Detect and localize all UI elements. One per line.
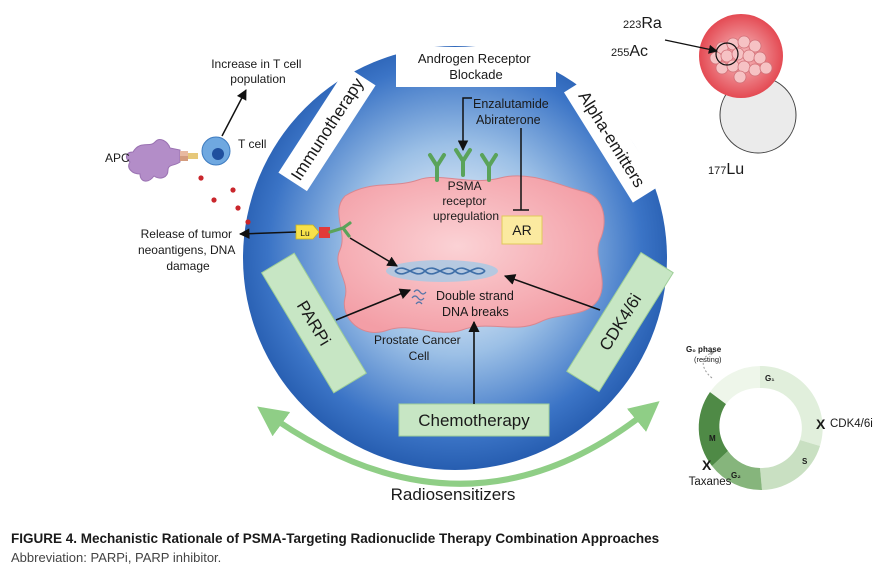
pre-g1-segment <box>710 366 760 404</box>
release-line-3: damage <box>166 259 210 273</box>
tumor-cells-cluster <box>709 35 773 84</box>
ac-mass: 255 <box>611 47 629 59</box>
m-label: M <box>709 434 716 443</box>
lu-tag-shape <box>295 224 320 240</box>
dsb-icon <box>411 289 427 305</box>
g1-segment <box>760 365 823 446</box>
figure-caption: FIGURE 4. Mechanistic Rationale of PSMA-… <box>11 531 871 565</box>
svg-text:Enzalutamide Abiraterone: Enzalutamide Abiraterone <box>473 97 552 127</box>
drug-abiraterone: Abiraterone <box>476 113 541 127</box>
s-segment <box>760 440 820 490</box>
tcell-increase-arrow <box>221 89 247 137</box>
ac-symbol: Ac <box>629 43 648 60</box>
parpi-arrow <box>335 288 412 321</box>
immune-synapse <box>180 151 198 161</box>
tcell-increase-line-2: population <box>230 72 285 86</box>
tcell-increase-line-1: Increase in T cell <box>211 57 301 71</box>
s-label: S <box>802 457 808 466</box>
ligand-antibody <box>328 221 352 238</box>
drug-enzalutamide: Enzalutamide <box>473 97 549 111</box>
lu-to-release-arrow <box>238 228 297 239</box>
tcell-label: T cell <box>238 137 266 151</box>
svg-text:PSMA receptor upregula: PSMA receptor upregulation <box>433 179 499 223</box>
cell-cycle-wheel <box>698 365 823 491</box>
enzalutamide-arrow <box>457 97 472 152</box>
psma-line-1: PSMA <box>448 179 482 193</box>
ac-label: 255Ac <box>611 43 648 60</box>
lu177-label: 177Lu <box>708 161 744 178</box>
caption-abbreviation: Abbreviation: PARPi, PARP inhibitor. <box>11 550 222 565</box>
linker-red <box>319 227 330 238</box>
parpi-box <box>260 252 368 394</box>
cell-cycle-cdk-label: CDK4/6i <box>830 418 873 430</box>
lu-to-dna-arrow <box>349 237 398 267</box>
radiosensitizers-label: Radiosensitizers <box>391 485 516 504</box>
chemotherapy-label: Chemotherapy <box>418 411 530 430</box>
psma-line-2: receptor <box>442 194 486 208</box>
alpha-emitters-box <box>563 75 661 203</box>
radiosensitizers-arrow <box>257 401 660 487</box>
ra-pointer-arrow <box>664 39 718 54</box>
apc-cell-icon <box>125 139 181 182</box>
release-line-1: Release of tumor <box>141 227 232 241</box>
prostate-line-2: Cell <box>409 349 430 363</box>
svg-text:Prostate Cancer Cell: Prostate Cancer Cell <box>374 333 464 363</box>
lu-tag-label: Lu <box>300 228 310 238</box>
t-cell-nucleus <box>212 148 224 160</box>
svg-text:Double strand DNA breaks: Double strand DNA breaks <box>436 289 517 319</box>
svg-text:Release of tumor neoantige: Release of tumor neoantigens, DNA damage <box>138 227 238 273</box>
cdk-arrow <box>503 274 601 311</box>
androgen-blockade-box <box>396 47 556 87</box>
androgen-line-2: Blockade <box>449 67 502 82</box>
g2-label: G₂ <box>731 471 741 480</box>
dna-ellipse <box>386 260 498 282</box>
g0-phase-label: G₀ phase <box>686 345 722 354</box>
taxanes-label: Taxanes <box>689 476 732 488</box>
m-segment <box>698 392 728 466</box>
dsb-line-2: DNA breaks <box>442 305 509 319</box>
cdk-box <box>566 251 674 393</box>
svg-text:Increase in T cell populat: Increase in T cell population <box>211 57 305 86</box>
psma-therapy-diagram: Androgen Receptor Blockade Enzalutamide … <box>105 14 873 504</box>
ra-label: 223Ra <box>623 15 662 32</box>
taxanes-x-mark: X <box>702 457 712 473</box>
cdk-x-mark: X <box>816 416 826 432</box>
psma-line-3: upregulation <box>433 209 499 223</box>
release-line-2: neoantigens, DNA <box>138 243 235 257</box>
lu177-symbol: Lu <box>726 161 744 178</box>
dsb-line-1: Double strand <box>436 289 514 303</box>
ar-box <box>501 215 543 245</box>
dna-helix <box>394 267 486 275</box>
svg-text:Androgen Receptor Blockade: Androgen Receptor Blockade <box>418 51 534 82</box>
apc-label: APC <box>105 151 130 165</box>
ra-mass: 223 <box>623 19 641 31</box>
caption-title: FIGURE 4. Mechanistic Rationale of PSMA-… <box>11 531 660 546</box>
alpha-target-ring <box>715 42 739 66</box>
psma-receptors <box>428 148 498 182</box>
neoantigen-dots <box>198 175 251 225</box>
ra-symbol: Ra <box>641 15 662 32</box>
g1-label: G₁ <box>765 374 775 383</box>
immunotherapy-box <box>278 66 376 192</box>
lu177-mass: 177 <box>708 165 726 177</box>
g0-resting-label: (resting) <box>694 355 722 364</box>
androgen-line-1: Androgen Receptor <box>418 51 531 66</box>
prostate-line-1: Prostate Cancer <box>374 333 461 347</box>
ar-label: AR <box>512 222 531 238</box>
g2-segment <box>712 451 762 491</box>
